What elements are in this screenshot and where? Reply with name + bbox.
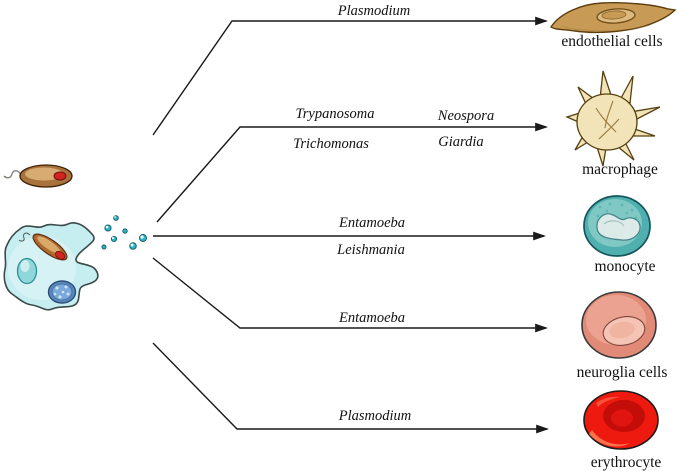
parasite-flagellum xyxy=(3,170,22,179)
monocyte-nucleus xyxy=(596,213,641,241)
cell-label-monocyte: monocyte xyxy=(594,258,655,275)
parasite-nucleus xyxy=(53,171,67,181)
engulfed-parasite xyxy=(32,233,68,261)
genus-label-plasmodium-1: Plasmodium xyxy=(337,3,411,19)
pathway-arrow-endothelial xyxy=(152,16,549,136)
source-cell xyxy=(3,222,99,311)
genus-label-neospora: Neospora xyxy=(437,108,494,124)
source-cell-nucleus xyxy=(47,280,77,304)
endothelial-cell-icon xyxy=(550,2,677,34)
genus-label-giardia: Giardia xyxy=(438,134,483,150)
pathway-arrow-erythrocyte xyxy=(152,342,550,434)
parasite-body-highlight xyxy=(25,167,63,181)
cell-label-neuroglia: neuroglia cells xyxy=(577,364,668,381)
genus-label-trypanosoma: Trypanosoma xyxy=(296,106,375,122)
secretion-droplet xyxy=(101,244,107,250)
macrophage-icon xyxy=(565,70,661,167)
neuroglia-cell-icon xyxy=(581,291,657,359)
cell-label-endothelial: endothelial cells xyxy=(561,33,662,50)
free-parasite-icon xyxy=(3,164,73,188)
vacuole-highlight xyxy=(20,260,30,272)
genus-label-leishmania: Leishmania xyxy=(336,242,405,258)
genus-label-trichomonas: Trichomonas xyxy=(293,136,369,152)
secretion-droplet xyxy=(104,224,112,232)
secretion-droplet xyxy=(110,235,118,243)
erythrocyte-icon xyxy=(583,390,659,450)
genus-label-entamoeba-1: Entamoeba xyxy=(338,215,405,231)
cell-label-macrophage: macrophage xyxy=(582,161,658,178)
engulfed-parasite-flagellum xyxy=(18,232,31,242)
secretion-droplet xyxy=(122,228,128,234)
genus-label-plasmodium-2: Plasmodium xyxy=(338,408,412,424)
secretion-droplets xyxy=(101,215,147,250)
genus-label-entamoeba-2: Entamoeba xyxy=(338,310,405,326)
pathway-arrow-macrophage xyxy=(156,122,549,223)
monocyte-icon xyxy=(583,195,651,257)
cell-label-erythrocyte: erythrocyte xyxy=(591,454,662,471)
pathway-arrow-neuroglia xyxy=(152,257,549,333)
